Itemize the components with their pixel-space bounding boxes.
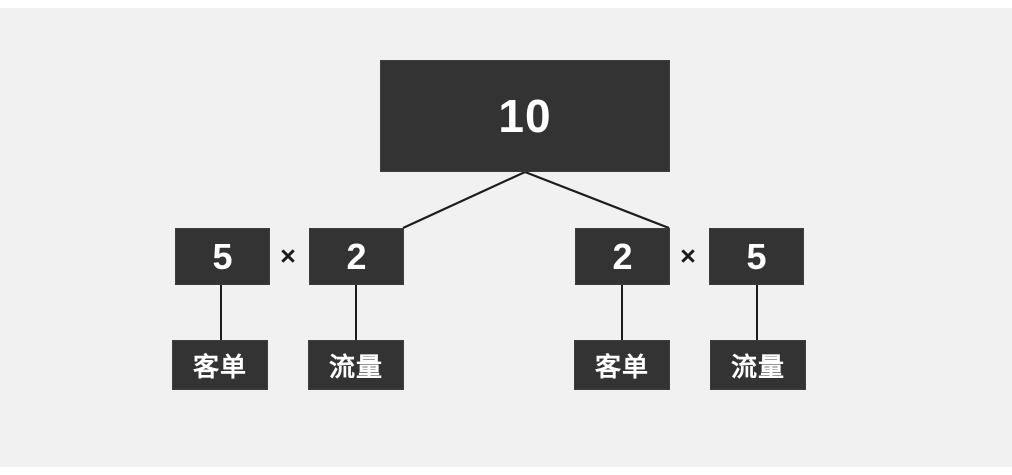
connector-root-to-right: [524, 170, 670, 230]
root-node-label: 10: [498, 90, 552, 142]
right-leaf-1-node[interactable]: 客单: [574, 340, 670, 390]
right-leaf-2-label: 流量: [730, 351, 785, 382]
left-leaf-1-node[interactable]: 客单: [172, 340, 268, 390]
right-operator-label: ×: [680, 241, 696, 271]
right-leaf-2-node[interactable]: 流量: [710, 340, 806, 390]
diagram-canvas: 10 5 × 2 2 × 5 客单 流量 客单 流量: [0, 8, 1012, 467]
right-factor-2-node[interactable]: 5: [709, 228, 804, 285]
right-factor-2-label: 5: [746, 235, 767, 277]
left-factor-1-node[interactable]: 5: [175, 228, 270, 285]
connector-root-to-left: [402, 171, 526, 229]
left-factor-1-label: 5: [212, 235, 233, 277]
left-leaf-1-label: 客单: [192, 351, 247, 382]
left-leaf-2-node[interactable]: 流量: [308, 340, 404, 390]
left-factor-2-label: 2: [346, 235, 367, 277]
right-factor-1-label: 2: [612, 235, 633, 277]
root-node[interactable]: 10: [380, 60, 670, 172]
right-factor-1-node[interactable]: 2: [575, 228, 670, 285]
left-factor-2-node[interactable]: 2: [309, 228, 404, 285]
right-leaf-1-label: 客单: [594, 351, 649, 382]
left-operator-symbol: ×: [268, 228, 308, 285]
right-operator-symbol: ×: [668, 228, 708, 285]
left-operator-label: ×: [280, 241, 296, 271]
left-leaf-2-label: 流量: [328, 351, 383, 382]
